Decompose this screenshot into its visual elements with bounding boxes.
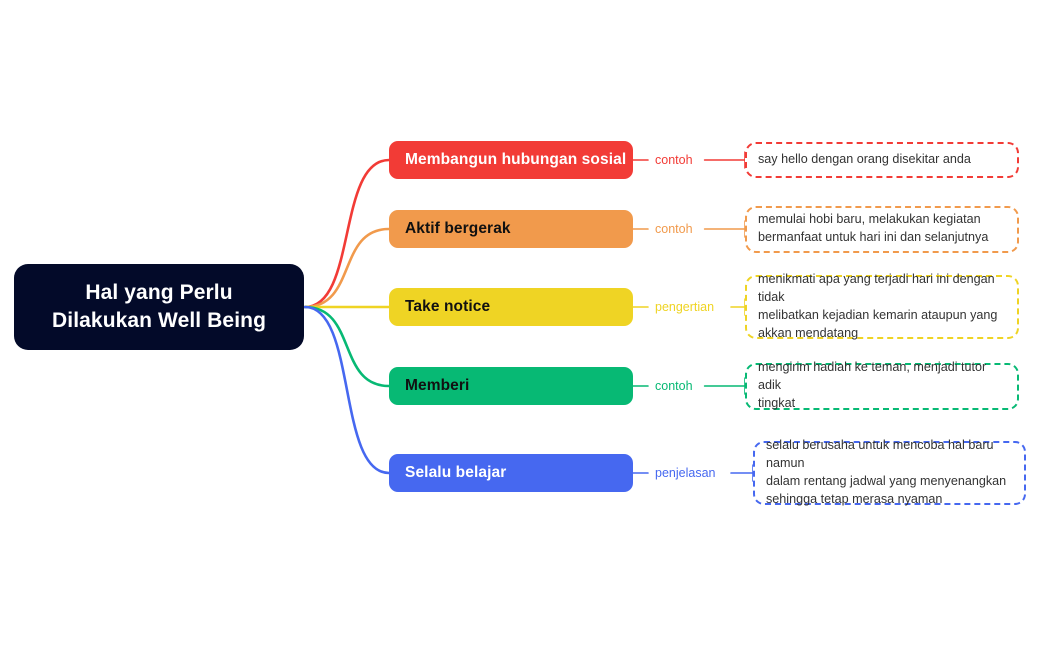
relation-label-4[interactable]: contoh <box>655 379 693 393</box>
root-node-label-line2: Dilakukan Well Being <box>52 309 266 332</box>
branch-node-1[interactable]: Membangun hubungan sosial <box>389 141 633 179</box>
branch-node-2[interactable]: Aktif bergerak <box>389 210 633 248</box>
relation-label-3[interactable]: pengertian <box>655 300 715 314</box>
detail-box-text: memulai hobi baru, melakukan kegiatan be… <box>758 212 989 244</box>
detail-box-4[interactable]: mengirim hadiah ke teman, menjadi tutor … <box>745 360 1019 410</box>
branch-node-3[interactable]: Take notice <box>389 288 633 326</box>
detail-box-2[interactable]: memulai hobi baru, melakukan kegiatan be… <box>745 205 1019 253</box>
detail-box-1[interactable]: say hello dengan orang disekitar anda <box>745 142 1019 178</box>
detail-box-text: menikmati apa yang terjadi hari ini deng… <box>758 272 998 340</box>
root-node[interactable]: Hal yang Perlu Dilakukan Well Being <box>14 264 304 350</box>
branch-node-label: Aktif bergerak <box>405 220 511 237</box>
connector-path <box>303 227 391 309</box>
detail-box-text: say hello dengan orang disekitar anda <box>758 152 971 167</box>
relation-label-1[interactable]: contoh <box>655 153 693 167</box>
branch-node-label: Take notice <box>405 298 491 315</box>
relation-label-2[interactable]: contoh <box>655 222 693 236</box>
detail-box-text: mengirim hadiah ke teman, menjadi tutor … <box>758 360 987 410</box>
branch-node-5[interactable]: Selalu belajar <box>389 454 633 492</box>
root-node-label-line1: Hal yang Perlu <box>85 281 233 305</box>
branch-node-label: Membangun hubungan sosial <box>405 151 627 168</box>
connector-path <box>303 305 391 388</box>
detail-box-text: selalu berusaha untuk mencoba hal baru n… <box>766 438 1007 506</box>
branch-node-label: Memberi <box>405 377 470 394</box>
detail-box-3[interactable]: menikmati apa yang terjadi hari ini deng… <box>745 272 1019 340</box>
connector-path <box>303 158 391 309</box>
connector-path <box>303 305 391 475</box>
branch-node-label: Selalu belajar <box>405 464 507 481</box>
branch-node-4[interactable]: Memberi <box>389 367 633 405</box>
detail-box-5[interactable]: selalu berusaha untuk mencoba hal baru n… <box>753 438 1026 506</box>
relation-label-5[interactable]: penjelasan <box>655 466 716 480</box>
